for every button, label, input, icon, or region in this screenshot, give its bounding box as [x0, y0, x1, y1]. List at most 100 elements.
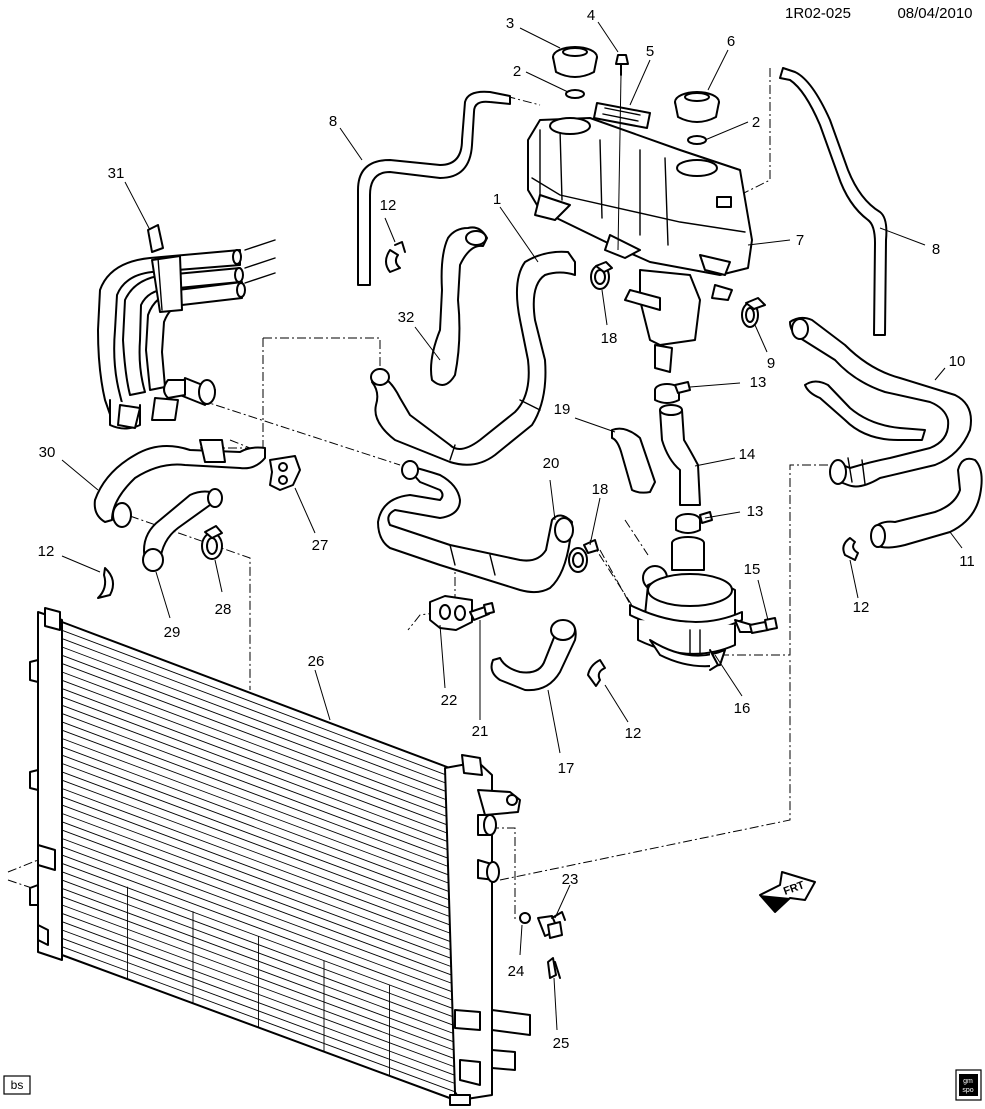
callout-8: 8 [932, 241, 940, 258]
radiator-fin [61, 788, 456, 936]
callout-32: 32 [398, 309, 415, 326]
callout-17: 17 [558, 760, 575, 777]
callout-13: 13 [750, 374, 767, 391]
callout-12: 12 [853, 599, 870, 616]
callout-labels: 1 2 2 3 4 5 6 7 8 8 9 10 11 12 12 12 12 … [38, 7, 975, 1052]
clamp-18-lower [568, 539, 599, 573]
callout-27: 27 [312, 537, 329, 554]
callout-2: 2 [513, 63, 521, 80]
radiator-fin [61, 829, 456, 977]
hose-30 [93, 445, 266, 523]
drain-valve-assembly [519, 911, 566, 979]
diagram-date: 08/04/2010 [897, 5, 972, 22]
bracket-27 [269, 455, 301, 491]
gm-spo-logo: gm spo [955, 1069, 982, 1101]
radiator-fin [61, 713, 456, 862]
hose-14-assembly [654, 381, 713, 534]
callout-24: 24 [508, 963, 525, 980]
callout-22: 22 [441, 692, 458, 709]
caps-and-seals [552, 46, 720, 251]
initials-text: bs [11, 1078, 24, 1092]
hose-20 [377, 464, 573, 594]
radiator [29, 607, 531, 1106]
callout-31: 31 [108, 165, 125, 182]
hose-10 [789, 316, 972, 488]
callout-20: 20 [543, 455, 560, 472]
radiator-fin [61, 663, 456, 812]
radiator-fin [61, 779, 456, 928]
radiator-fin [61, 679, 456, 829]
clamp-9 [741, 297, 766, 328]
radiator-fin [61, 754, 456, 903]
callout-4: 4 [587, 7, 595, 24]
callout-26: 26 [308, 653, 325, 670]
radiator-fin [61, 846, 456, 994]
radiator-fin [61, 796, 456, 944]
callout-14: 14 [739, 446, 756, 463]
callout-7: 7 [796, 232, 804, 249]
callout-1: 1 [493, 191, 501, 208]
callout-13: 13 [747, 503, 764, 520]
callout-23: 23 [562, 871, 579, 888]
initials-badge: bs [3, 1075, 31, 1095]
clamp-28 [201, 525, 223, 560]
bracket-22 [429, 595, 473, 631]
callout-12: 12 [38, 543, 55, 560]
clamp-18-upper [590, 261, 613, 290]
callout-15: 15 [744, 561, 761, 578]
callout-8: 8 [329, 113, 337, 130]
leader-lines [61, 21, 963, 1031]
callout-6: 6 [727, 33, 735, 50]
radiator-fin [61, 821, 456, 969]
radiator-fin [61, 646, 456, 796]
front-direction-marker: FRT [759, 871, 816, 913]
radiator-fin [61, 638, 456, 787]
radiator-fin [61, 746, 456, 895]
callout-28: 28 [215, 601, 232, 618]
diagram-code: 1R02-025 [785, 5, 851, 22]
radiator-fin [61, 804, 456, 952]
radiator-fin [61, 671, 456, 820]
callout-10: 10 [949, 353, 966, 370]
callout-12: 12 [380, 197, 397, 214]
radiator-fin [61, 688, 456, 837]
callout-5: 5 [646, 43, 654, 60]
heater-pipes [97, 224, 276, 430]
radiator-fin [61, 771, 456, 919]
radiator-fin [61, 838, 456, 985]
auxiliary-pump [629, 536, 753, 671]
callout-29: 29 [164, 624, 181, 641]
gm-logo-line-2: spo [962, 1087, 973, 1094]
radiator-fin [61, 738, 456, 886]
hose-8-left [357, 90, 511, 286]
radiator-fin [61, 854, 456, 1002]
callout-9: 9 [767, 355, 775, 372]
gm-logo-line-1: gm [963, 1078, 973, 1085]
radiator-fin [61, 721, 456, 870]
callout-18: 18 [592, 481, 609, 498]
callout-3: 3 [506, 15, 514, 32]
surge-tank [527, 102, 753, 373]
hose-11 [871, 457, 983, 549]
radiator-fin [61, 704, 456, 853]
callout-18: 18 [601, 330, 618, 347]
hose-19 [611, 427, 656, 494]
callout-30: 30 [39, 444, 56, 461]
callout-16: 16 [734, 700, 751, 717]
callout-21: 21 [472, 723, 489, 740]
radiator-fin [61, 629, 456, 779]
hose-17 [490, 621, 577, 692]
clips-12 [97, 241, 859, 687]
hose-32 [430, 226, 488, 386]
callout-12: 12 [625, 725, 642, 742]
hose-1 [371, 250, 576, 466]
radiator-fin [61, 654, 456, 804]
callout-25: 25 [553, 1035, 570, 1052]
radiator-fin [61, 729, 456, 878]
hose-29 [143, 490, 221, 563]
callout-19: 19 [554, 401, 571, 418]
radiator-fin [61, 763, 456, 911]
callout-2: 2 [752, 114, 760, 131]
radiator-fin [61, 696, 456, 845]
